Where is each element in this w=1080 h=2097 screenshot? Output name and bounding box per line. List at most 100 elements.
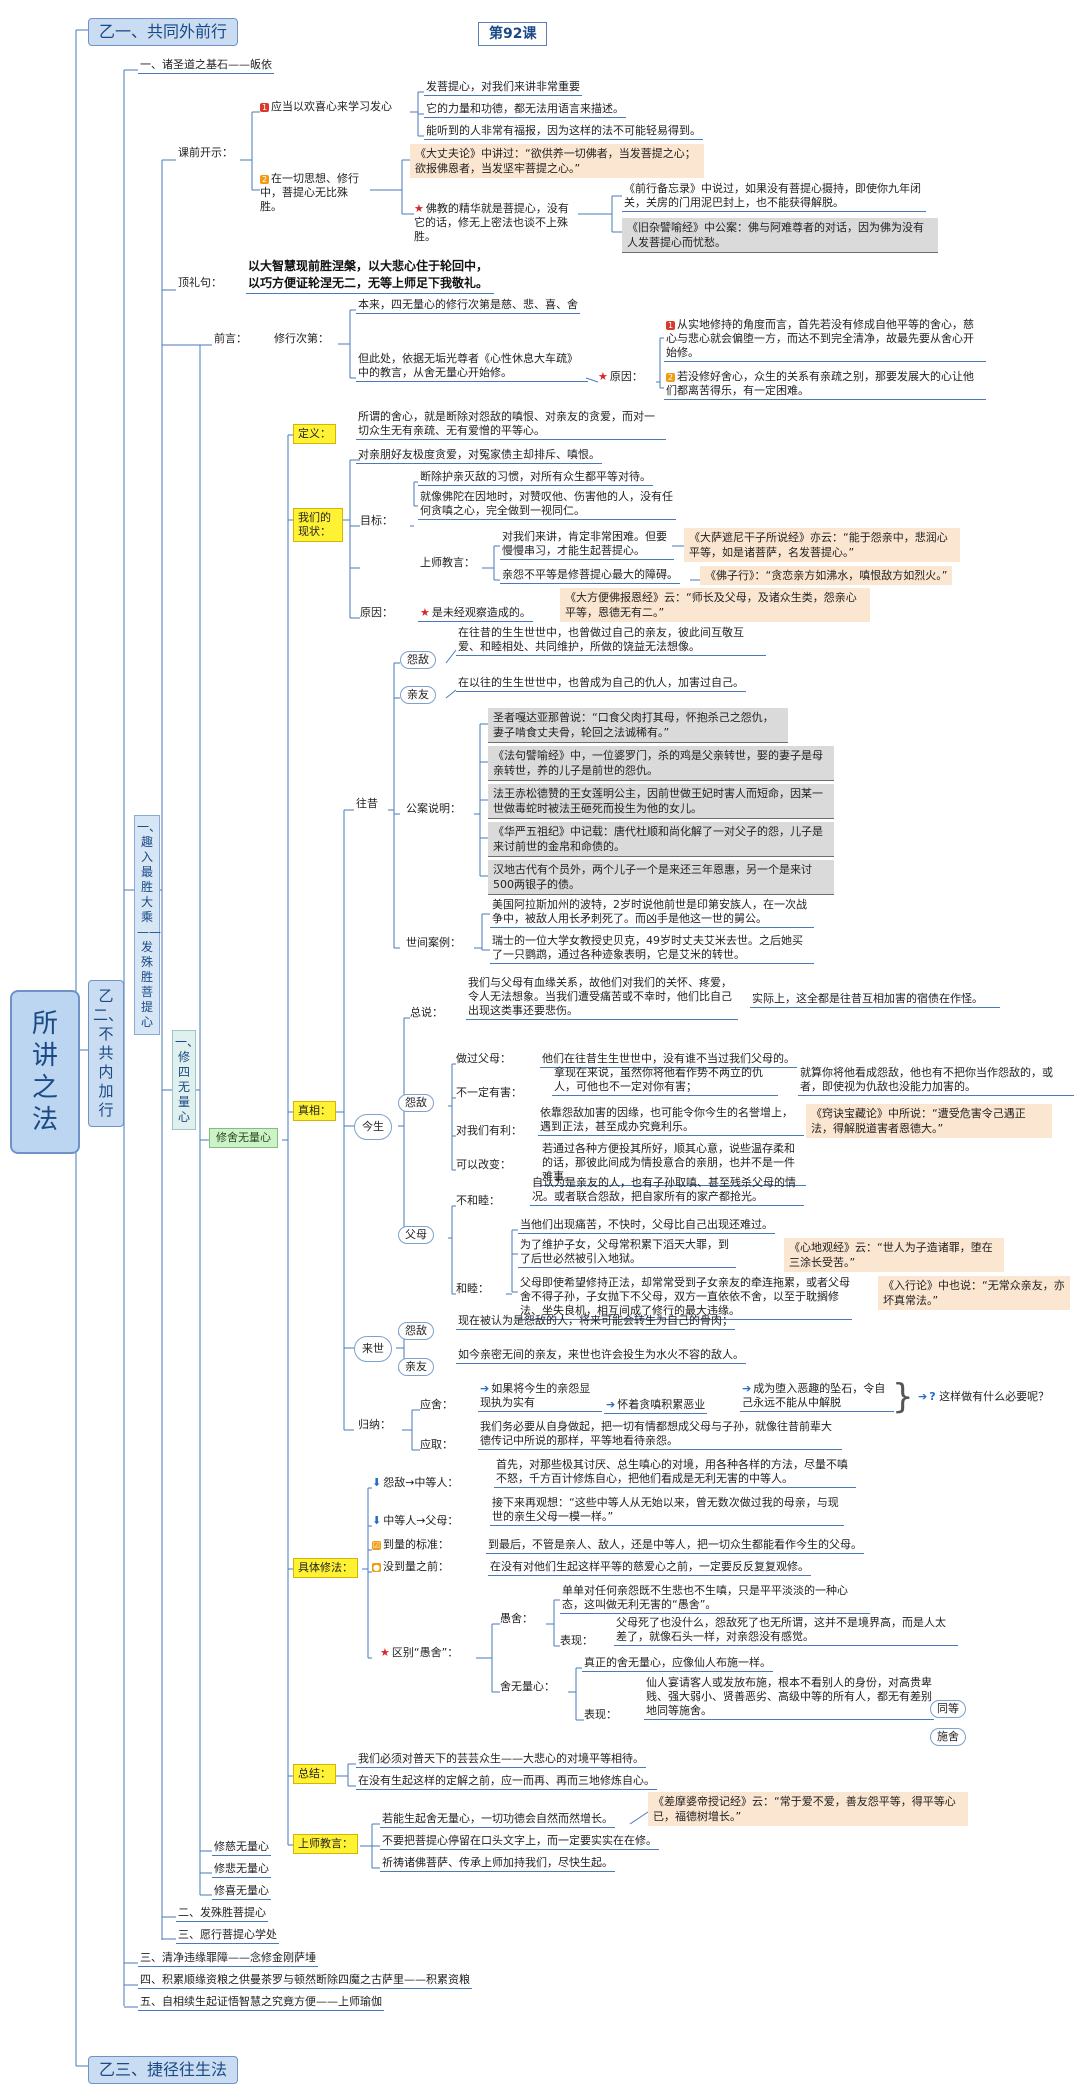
sympathetic-joy[interactable]: 修喜无量心	[212, 1884, 271, 1900]
foolish-appearance-text: 父母死了也没什么，怨敌死了也无所谓，这并不是境界高，而是人太差了，就像石头一样，…	[614, 1616, 958, 1646]
star-icon: ★	[598, 370, 608, 383]
changeable-label[interactable]: 可以改变：	[456, 1158, 511, 1171]
this-life-parents[interactable]: 父母	[398, 1226, 434, 1244]
past-friend-text: 在以往的生生世世中，也曾成为自己的仇人，加害过自己。	[456, 676, 746, 692]
number-one-icon: 1	[260, 102, 269, 112]
section-vajrasattva[interactable]: 三、清净违缘罪障——念修金刚萨埵	[138, 1951, 318, 1967]
harmony-text-3: 父母即使希望修持正法，却常常受到子女亲友的牵连拖累，或者父母舍不得子孙，子女抛下…	[518, 1276, 852, 1320]
teaching-label[interactable]: 上师教言：	[420, 556, 475, 569]
conclusion-text-1: 我们必须对普天下的芸芸众生——大悲心的对境平等相待。	[356, 1752, 646, 1768]
world-case-label[interactable]: 世间案例：	[406, 936, 461, 949]
point-essence[interactable]: ★佛教的精华就是菩提心，没有它的话，修无上密法也谈不上殊胜。	[414, 202, 574, 244]
step-neutral-parents[interactable]: ⬇中等人→父母：	[372, 1514, 458, 1528]
current-state-label[interactable]: 我们的现状：	[293, 508, 343, 542]
section-bodhicitta-precepts[interactable]: 三、愿行菩提心学处	[176, 1928, 279, 1944]
once-parents-text: 他们在往昔生生世世中，没有谁不当过我们父母的。	[540, 1052, 797, 1068]
goal-label[interactable]: 目标：	[360, 514, 393, 527]
down-arrow-icon: ⬇	[372, 1514, 382, 1527]
compassion[interactable]: 修悲无量心	[212, 1862, 271, 1878]
true-equanimity-label[interactable]: 舍无量心：	[500, 1680, 555, 1693]
section-one-title[interactable]: 一、趣入最胜大乘——发殊胜菩提心	[134, 815, 161, 1035]
section-mandala[interactable]: 四、积累顺缘资粮之供曼茶罗与顿然断除四魔之古萨里——积累资粮	[138, 1973, 472, 1989]
equal-tag[interactable]: 同等	[930, 1700, 966, 1718]
equanimity-node[interactable]: 修舍无量心	[209, 1128, 278, 1148]
down-arrow-icon: ⬇	[372, 1476, 382, 1489]
abandon-3-text: 成为堕入恶趣的坠石，令自己永远不能从中解脱	[742, 1382, 886, 1409]
part-two-title[interactable]: 乙二、不共内加行	[88, 980, 124, 1127]
step-standard[interactable]: ☑到量的标准：	[372, 1538, 449, 1552]
past-friend[interactable]: 亲友	[400, 686, 436, 704]
connector-line	[585, 377, 599, 383]
discord-label[interactable]: 不和睦：	[456, 1194, 500, 1207]
true-appearance-label[interactable]: 表现：	[584, 1708, 617, 1721]
guru-teaching-label[interactable]: 上师教言：	[293, 1834, 358, 1854]
preface-reason[interactable]: ★原因：	[598, 370, 643, 384]
world-case-2: 瑞士的一位大学女教授史贝克，49岁时丈夫艾米去世。之后她买了一只鹦鹉，通过各种迹…	[490, 934, 814, 964]
future-enemy-text: 现在被认为是怨敌的人，将来可能会转生为自己的骨肉；	[456, 1314, 735, 1330]
future-friend[interactable]: 亲友	[398, 1358, 434, 1376]
bodhicitta-supreme-text: 在一切思想、修行中，菩提心无比殊胜。	[260, 172, 359, 213]
future-life[interactable]: 来世	[354, 1336, 392, 1362]
quote-jiuza: 《旧杂譬喻经》中公案：佛与阿难尊者的对话，因为佛为没有人发菩提心而忧愁。	[622, 218, 938, 253]
beneficial-label[interactable]: 对我们有利：	[456, 1124, 522, 1137]
homage-label[interactable]: 顶礼句：	[178, 276, 222, 289]
should-take-label[interactable]: 应取：	[420, 1438, 453, 1451]
summary-label[interactable]: 归纳：	[358, 1418, 391, 1431]
step-enemy-neutral-label: 怨敌→中等人：	[383, 1476, 459, 1489]
quote-chamo: 《差摩婆帝授记经》云：“常于爱不爱，善友怨平等，得平等心已，福德树增长。”	[648, 1792, 968, 1826]
root-topic[interactable]: 所讲之法	[10, 990, 80, 1154]
step-before[interactable]: ●没到量之前：	[372, 1560, 449, 1574]
abandon-1-text: 如果将今生的亲怨显现执为实有	[480, 1382, 591, 1409]
loving-kindness[interactable]: 修慈无量心	[212, 1840, 271, 1856]
this-life-enemy[interactable]: 怨敌	[398, 1094, 434, 1112]
foolish-equanimity-label[interactable]: 愚舍：	[500, 1612, 533, 1625]
part-three-title[interactable]: 乙三、捷径往生法	[88, 2056, 239, 2084]
foolish-appearance-label[interactable]: 表现：	[560, 1634, 593, 1647]
part-one-title[interactable]: 乙一、共同外前行	[88, 18, 239, 46]
general-label[interactable]: 总说：	[410, 1006, 443, 1019]
arrow-icon: ➔	[480, 1382, 490, 1395]
pre-class-label[interactable]: 课前开示：	[178, 146, 233, 159]
giving-tag[interactable]: 施舍	[930, 1728, 966, 1746]
lesson-number: 第92课	[478, 22, 548, 46]
section-bodhicitta[interactable]: 二、发殊胜菩提心	[176, 1906, 268, 1922]
step-standard-label: 到量的标准：	[383, 1538, 449, 1551]
past-enemy[interactable]: 怨敌	[400, 651, 436, 669]
star-icon: ★	[414, 202, 424, 215]
cause-text: ★是未经观察造成的。	[418, 606, 533, 622]
cause-label[interactable]: 原因：	[360, 606, 393, 619]
method-label[interactable]: 具体修法：	[293, 1558, 358, 1578]
harmony-text-2: 为了维护子女，父母常积累下滔天大罪，到了后世必然被引入地狱。	[518, 1238, 736, 1268]
story-label[interactable]: 公案说明：	[406, 802, 461, 815]
practice-order-label[interactable]: 修行次第：	[274, 332, 329, 345]
harmony-label[interactable]: 和睦：	[456, 1282, 489, 1295]
section-refuge[interactable]: 一、诸圣道之基石——皈依	[138, 58, 274, 74]
this-life[interactable]: 今生	[354, 1114, 392, 1140]
past-lives-label[interactable]: 往昔	[356, 797, 378, 810]
rejoice-line-3: 能听到的人非常有福报，因为这样的法不可能轻易得到。	[424, 124, 703, 140]
number-two-icon: 2	[260, 174, 269, 184]
step-enemy-neutral[interactable]: ⬇怨敌→中等人：	[372, 1476, 458, 1490]
distinguish-label[interactable]: ★区别“愚舍”：	[380, 1646, 458, 1660]
truth-label[interactable]: 真相：	[293, 1101, 336, 1121]
once-parents-label[interactable]: 做过父母：	[456, 1052, 511, 1065]
arrow-icon: ➔	[606, 1398, 616, 1411]
foolish-equanimity-text: 单单对任何亲怨既不生悲也不生嗔，只是平平淡淡的一种心态，这叫做无利无害的“愚舍”…	[560, 1584, 870, 1614]
should-abandon-label[interactable]: 应舍：	[420, 1398, 453, 1411]
section-guru-yoga[interactable]: 五、自相续生起证悟智慧之究竟方便——上师瑜伽	[138, 1995, 384, 2011]
number-one-icon: 1	[666, 320, 675, 330]
step-neutral-parents-text: 接下来再观想：“这些中等人从无始以来，曾无数次做过我的母亲，与现世的亲生父母一模…	[490, 1496, 844, 1526]
section-four-immeasurables[interactable]: 一、修四无量心	[172, 1030, 199, 1130]
conclusion-text-2: 在没有生起这样的定解之前，应一而再、再而三地修炼自心。	[356, 1774, 657, 1790]
future-enemy[interactable]: 怨敌	[398, 1322, 434, 1340]
not-harmful-label[interactable]: 不一定有害：	[456, 1086, 522, 1099]
past-enemy-text: 在往昔的生生世世中，也曾做过自己的亲友，彼此间互敬互爱、和睦相处、共同维护，所做…	[456, 626, 766, 656]
preface-label[interactable]: 前言：	[214, 332, 247, 345]
guru-teaching-3: 祈祷诸佛菩萨、传承上师加持我们，尽快生起。	[380, 1856, 615, 1872]
number-two-icon: 2	[666, 372, 675, 382]
definition-label[interactable]: 定义：	[293, 424, 336, 444]
conclusion-label[interactable]: 总结：	[293, 1764, 336, 1784]
